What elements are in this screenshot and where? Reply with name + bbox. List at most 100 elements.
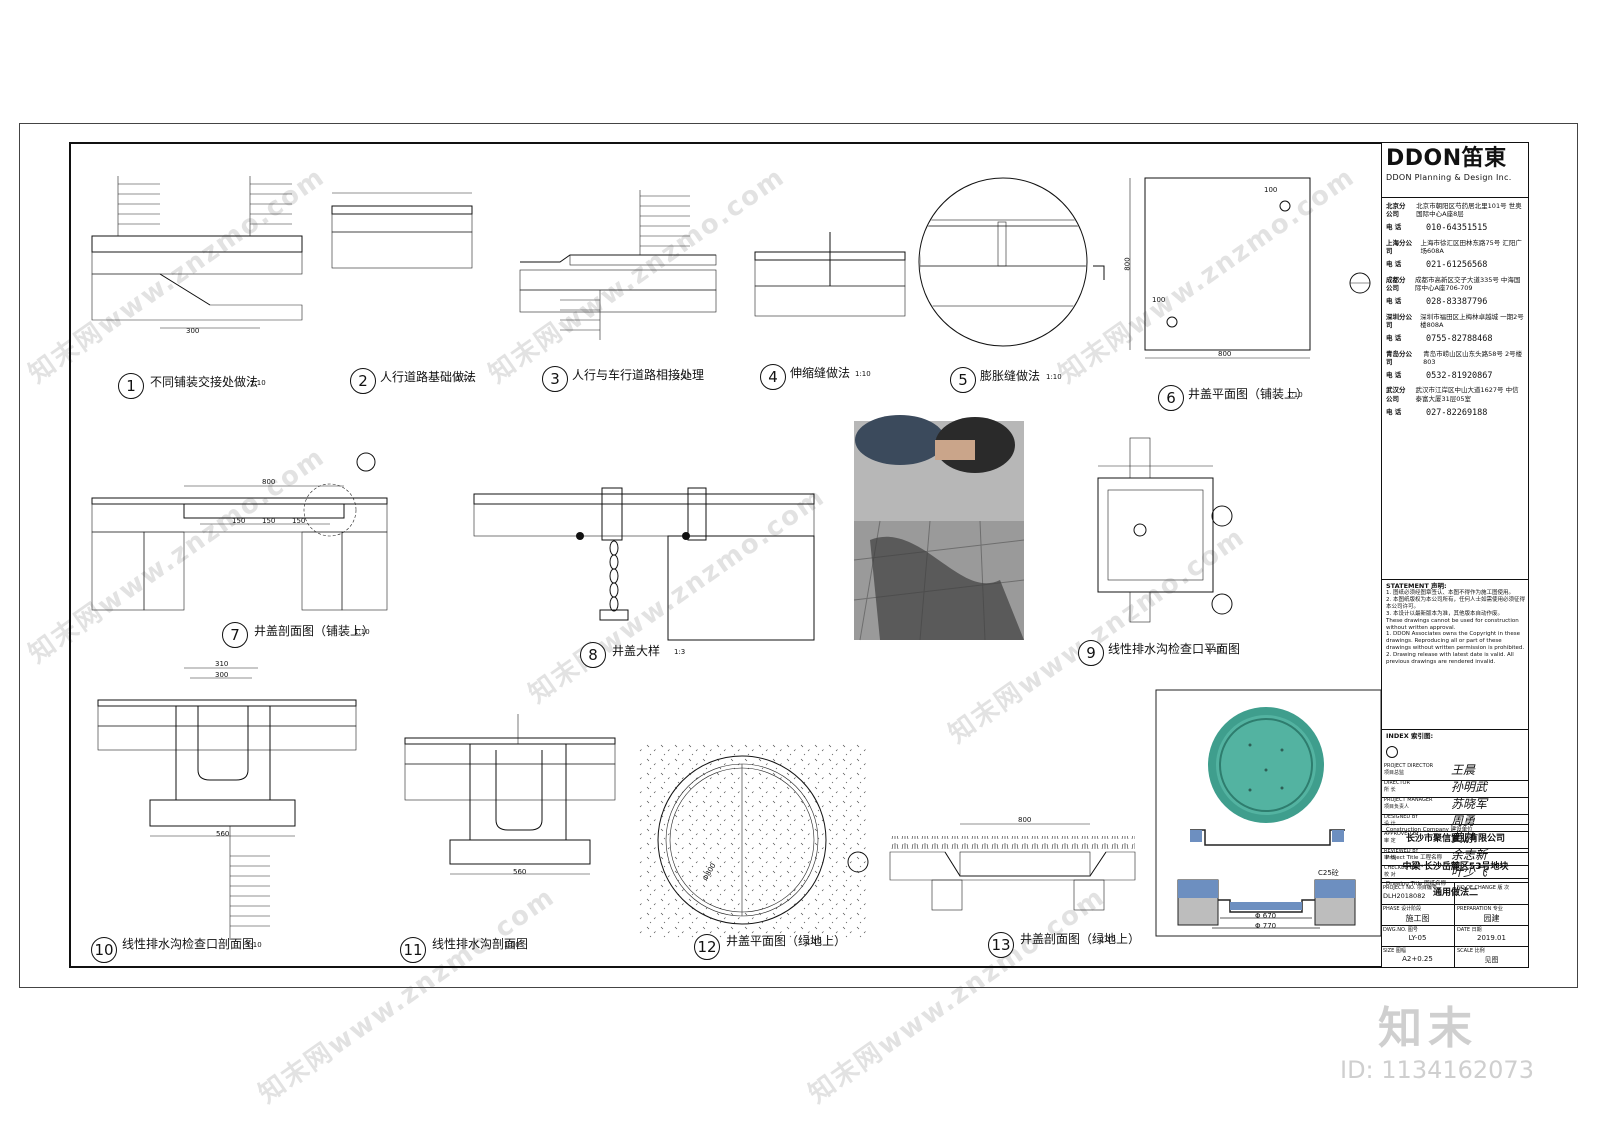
project-no-label: PROJECT NO. 项目编号 bbox=[1383, 885, 1437, 891]
role-signature: 叶少飞 bbox=[1451, 865, 1488, 879]
construction-company-label: Construction Company 建设单位 bbox=[1386, 827, 1473, 833]
office-entry: 上海分公司上海市徐汇区田林东路75号 汇阳广场608A bbox=[1386, 239, 1525, 255]
dim-300: 300 bbox=[215, 671, 229, 679]
dim-800: 800 bbox=[262, 478, 276, 486]
office-address: 深圳市福田区上梅林卓越城 一期2号楼808A bbox=[1420, 312, 1524, 329]
tel-label: 电 话 bbox=[1386, 297, 1402, 305]
role-signature: 王晨 bbox=[1451, 763, 1476, 777]
office-tel: 010-64351515 bbox=[1426, 223, 1488, 234]
detail-number: 1 bbox=[118, 373, 144, 399]
scale-label: SCALE 比例 bbox=[1457, 948, 1485, 954]
watermark-id: ID: 1134162073 bbox=[1340, 1056, 1534, 1084]
drawing-title: 通用做法二 bbox=[1432, 887, 1478, 898]
dim-100: 100 bbox=[1152, 296, 1166, 304]
dim-150: 150 bbox=[262, 517, 276, 525]
role-cn: 审 定 bbox=[1384, 838, 1396, 844]
office-tel: 027-82269188 bbox=[1426, 407, 1488, 418]
detail-number: 7 bbox=[222, 622, 248, 648]
dim-150: 150 bbox=[292, 517, 306, 525]
phase-label: PHASE 设计阶段 bbox=[1383, 906, 1422, 912]
date: 2019.01 bbox=[1477, 934, 1506, 942]
role-en: CHECKED BY bbox=[1384, 865, 1416, 871]
role-en: DIRECTOR bbox=[1384, 780, 1410, 786]
detail-scale: 1:10 bbox=[504, 941, 520, 949]
detail-title: 线性排水沟检查口平面图 bbox=[1108, 642, 1241, 656]
preparation-label: PREPARATION 专业 bbox=[1457, 906, 1503, 912]
detail-number: 4 bbox=[760, 364, 786, 390]
role-signature: 苏晓军 bbox=[1451, 797, 1488, 811]
detail-scale: 1:10 bbox=[855, 370, 871, 378]
detail-scale: 1:10 bbox=[1206, 646, 1222, 654]
dim-800: 800 bbox=[1018, 816, 1032, 824]
office-tel: 0532-81920867 bbox=[1426, 370, 1493, 381]
dim-800: 800 bbox=[1123, 257, 1132, 271]
detail-number: 2 bbox=[350, 368, 376, 394]
office-address: 上海市徐汇区田林东路75号 汇阳广场608A bbox=[1420, 238, 1522, 255]
detail-title: 人行与车行道路相接处理 bbox=[572, 368, 705, 382]
role-en: APPROVED BY bbox=[1384, 831, 1420, 837]
office-tel: 021-61256568 bbox=[1426, 260, 1488, 271]
detail-title: 伸缩缝做法 bbox=[790, 366, 851, 380]
detail-number: 8 bbox=[580, 642, 606, 668]
dim-310: 310 bbox=[215, 660, 229, 668]
role-cn: 设 计 bbox=[1384, 821, 1396, 827]
detail-scale: 1:10 bbox=[1100, 936, 1116, 944]
office-entry: 成都分公司成都市高新区交子大道335号 中海国际中心A座706-709 bbox=[1386, 276, 1525, 292]
office-entry: 北京分公司北京市朝阳区芍药居北里101号 世奥国际中心A座8层 bbox=[1386, 202, 1525, 218]
statement-line: 2. 本图纸版权为本公司所有，任何人士如需使用必须征得本公司许可。 bbox=[1386, 597, 1525, 610]
drawing-title-label: Drawing Title 图纸名称 bbox=[1386, 881, 1447, 887]
detail-scale: 1:10 bbox=[354, 628, 370, 636]
detail-title: 井盖平面图（铺装上） bbox=[1188, 387, 1309, 401]
office-tel-row: 电 话 021-61256568 bbox=[1386, 260, 1525, 271]
construction-company: 长沙市聚信置业有限公司 bbox=[1405, 833, 1505, 844]
size-label: SIZE 图幅 bbox=[1383, 948, 1406, 954]
office-city: 青岛分公司 bbox=[1386, 349, 1412, 366]
no-of-change-cell: NO.OF CHANGE 版 次 bbox=[1455, 883, 1528, 905]
title-block: DDON笛東 DDON Planning & Design Inc. 北京分公司… bbox=[1381, 143, 1529, 967]
scale-cell: SCALE 比例见图 bbox=[1455, 946, 1528, 967]
role-cn: 项目负责人 bbox=[1384, 804, 1410, 810]
detail-title: 线性排水沟剖面图 bbox=[432, 937, 529, 951]
detail-title: 井盖剖面图（铺装上） bbox=[254, 624, 375, 638]
index-label: INDEX 索引图: bbox=[1386, 732, 1434, 740]
detail-number: 3 bbox=[542, 366, 568, 392]
detail-scale: 1:10 bbox=[250, 379, 266, 387]
dim-phi670: Φ 670 bbox=[1255, 912, 1277, 920]
role-en: REVIEWED BY bbox=[1384, 848, 1419, 854]
office-city: 深圳分公司 bbox=[1386, 312, 1412, 329]
index-marker-icon bbox=[1386, 746, 1398, 759]
detail-number: 5 bbox=[950, 367, 976, 393]
sheet-outer-border bbox=[19, 123, 1578, 988]
dim-800: 800 bbox=[1218, 350, 1232, 358]
role-signature: 黄静 bbox=[1451, 831, 1476, 845]
company-logo: DDON笛東 bbox=[1386, 146, 1507, 171]
office-tel: 028-83387796 bbox=[1426, 297, 1488, 307]
detail-title: 人行道路基础做法 bbox=[380, 370, 477, 384]
detail-title: 膨胀缝做法 bbox=[980, 369, 1041, 383]
office-entry: 青岛分公司青岛市崂山区山东头路58号 2号楼803 bbox=[1386, 350, 1525, 366]
date-label: DATE 日期 bbox=[1457, 927, 1482, 933]
office-entry: 武汉分公司武汉市江岸区中山大道1627号 中信泰富大厦31层05室 bbox=[1386, 386, 1525, 402]
tel-label: 电 话 bbox=[1386, 260, 1402, 269]
detail-scale: 1:10 bbox=[806, 938, 822, 946]
dim-100: 100 bbox=[1264, 186, 1278, 194]
role-en: DESIGNED BY bbox=[1384, 814, 1419, 820]
preparation-cell: PREPARATION 专业园建 bbox=[1455, 904, 1528, 926]
dim-560: 560 bbox=[513, 868, 527, 876]
detail-number: 12 bbox=[694, 934, 720, 960]
detail-scale: 1:10 bbox=[246, 941, 262, 949]
